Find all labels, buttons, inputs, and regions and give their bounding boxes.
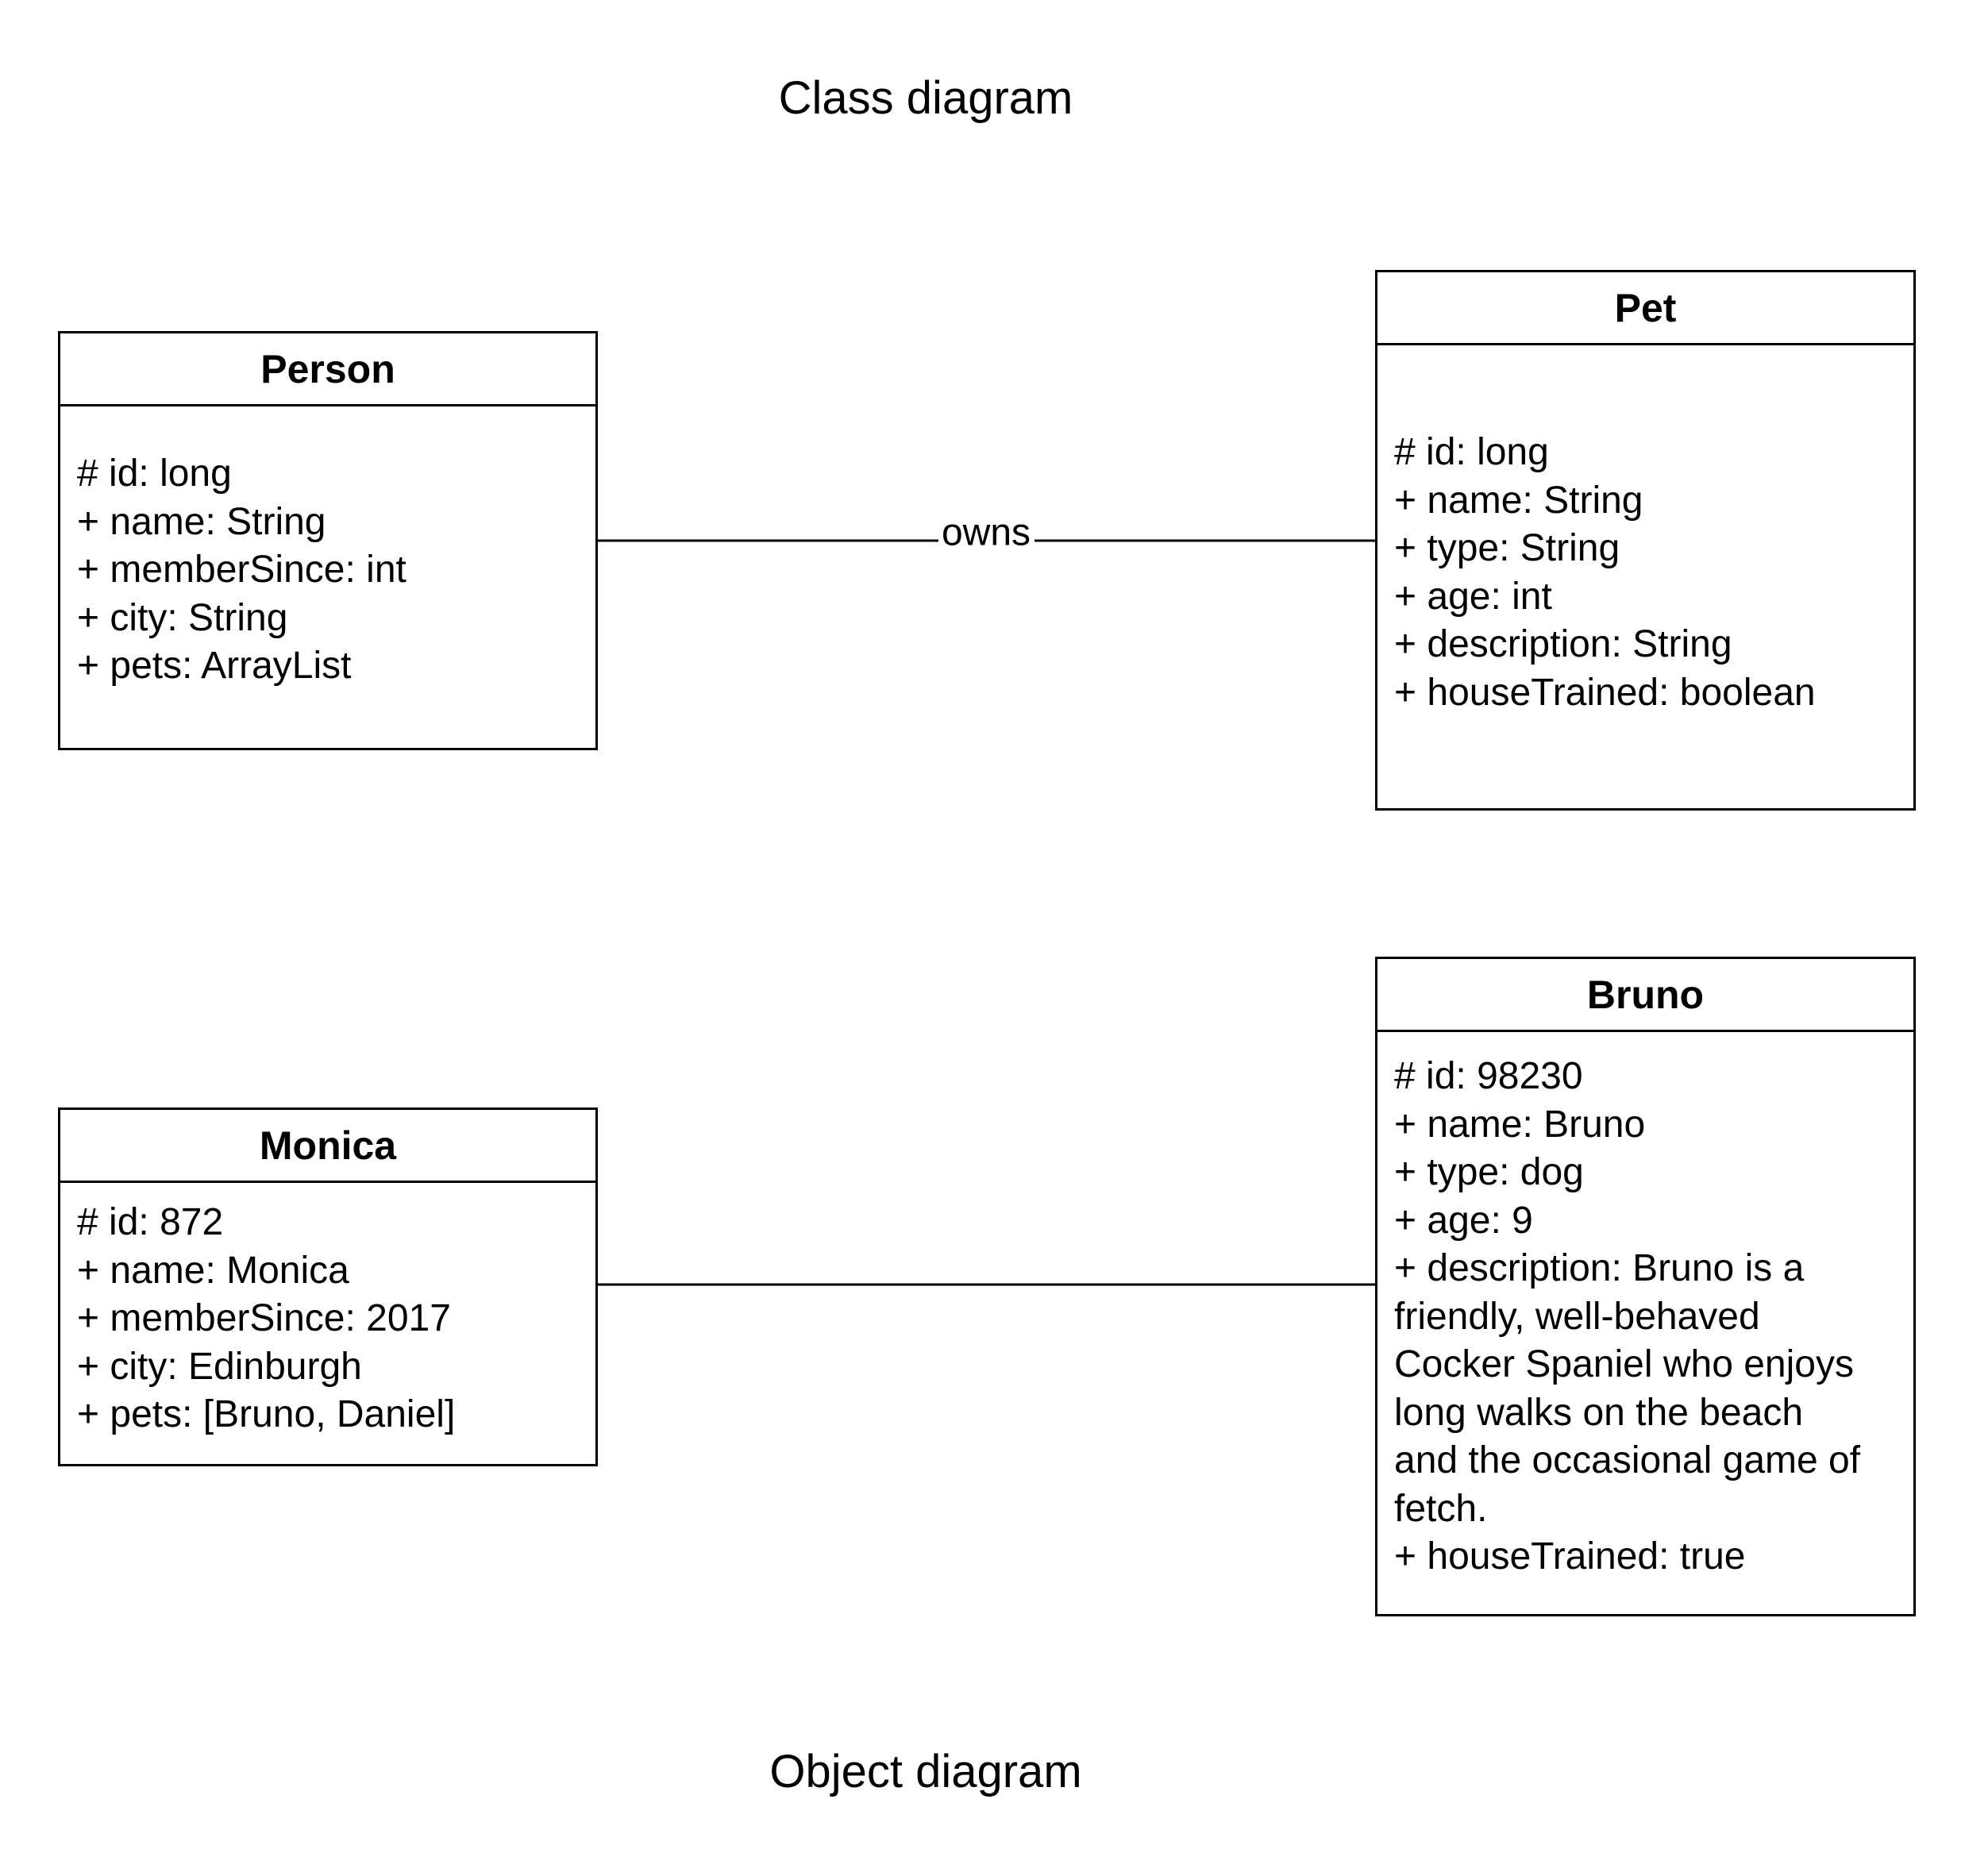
bruno-attribute: + type: dog	[1394, 1151, 1584, 1193]
pet-class-box: Pet # id: long + name: String + type: St…	[1375, 270, 1916, 811]
bruno-attribute: fetch.	[1394, 1487, 1488, 1530]
monica-attributes: # id: 872 + name: Monica + memberSince: …	[77, 1199, 584, 1439]
person-attribute: + city: String	[77, 596, 288, 639]
person-attributes: # id: long + name: String + memberSince:…	[77, 450, 584, 691]
monica-attribute: + pets: [Bruno, Daniel]	[77, 1393, 456, 1435]
person-attribute: # id: long	[77, 453, 232, 495]
person-class-box: Person # id: long + name: String + membe…	[58, 331, 598, 750]
bruno-attribute: long walks on the beach	[1394, 1391, 1804, 1434]
pet-attribute: + description: String	[1394, 623, 1732, 665]
person-attribute: + name: String	[77, 500, 326, 543]
monica-attribute: + memberSince: 2017	[77, 1297, 451, 1339]
bruno-attribute: + name: Bruno	[1394, 1103, 1646, 1146]
pet-attribute: + name: String	[1394, 479, 1643, 522]
monica-attribute: + name: Monica	[77, 1249, 349, 1292]
person-attribute: + memberSince: int	[77, 549, 406, 591]
bruno-attribute: + age: 9	[1394, 1199, 1533, 1242]
owns-association-label: owns	[942, 512, 1031, 554]
bruno-attribute: + description: Bruno is a	[1394, 1247, 1805, 1289]
person-attribute: + pets: ArrayList	[77, 645, 352, 687]
pet-attribute: # id: long	[1394, 431, 1549, 473]
bruno-attribute: Cocker Spaniel who enjoys	[1394, 1343, 1854, 1385]
pet-attribute: + houseTrained: boolean	[1394, 671, 1816, 714]
bruno-attribute: and the occasional game of	[1394, 1439, 1861, 1481]
person-class-name: Person	[60, 333, 595, 406]
bruno-attributes: # id: 98230 + name: Bruno + type: dog + …	[1394, 1053, 1902, 1581]
object-diagram-caption: Object diagram	[769, 1746, 1082, 1797]
monica-attribute: + city: Edinburgh	[77, 1345, 362, 1388]
bruno-attribute: + houseTrained: true	[1394, 1535, 1746, 1577]
monica-attribute: # id: 872	[77, 1201, 224, 1243]
pet-attribute: + type: String	[1394, 527, 1620, 569]
class-diagram-caption: Class diagram	[778, 72, 1073, 124]
bruno-attribute: # id: 98230	[1394, 1055, 1583, 1097]
monica-object-name: Monica	[60, 1110, 595, 1183]
pet-class-name: Pet	[1377, 272, 1913, 345]
bruno-object-box: Bruno # id: 98230 + name: Bruno + type: …	[1375, 957, 1916, 1616]
pet-attributes: # id: long + name: String + type: String…	[1394, 429, 1902, 717]
bruno-attribute: friendly, well-behaved	[1394, 1295, 1760, 1338]
pet-attribute: + age: int	[1394, 575, 1552, 618]
bruno-object-name: Bruno	[1377, 959, 1913, 1032]
monica-object-box: Monica # id: 872 + name: Monica + member…	[58, 1107, 598, 1466]
